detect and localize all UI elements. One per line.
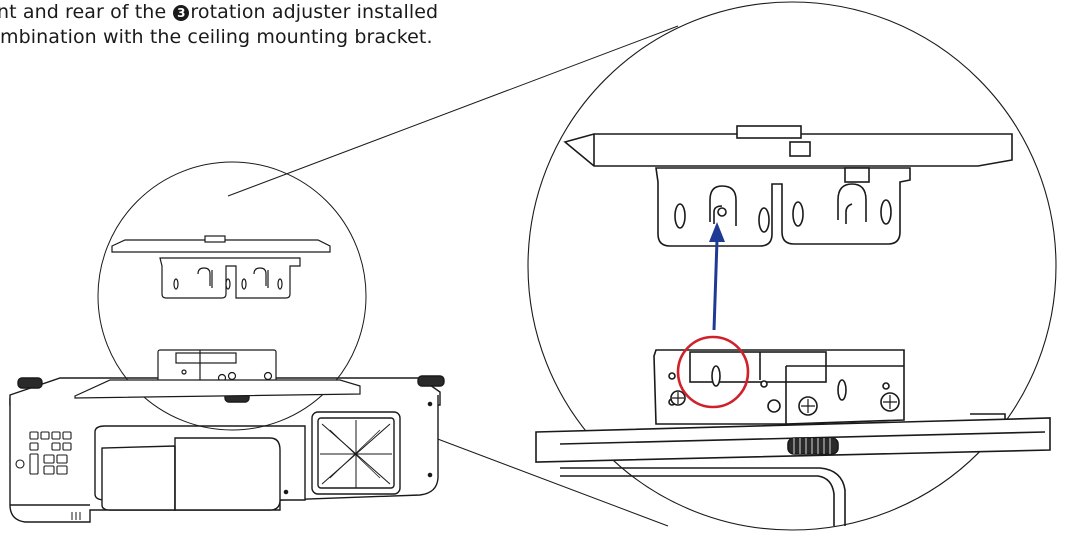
highlight-circle-icon: [676, 335, 750, 409]
projector-body: [9, 375, 445, 523]
bolt-heads: [670, 390, 900, 416]
ceiling-bracket-small: [159, 257, 301, 299]
vent-grille: [311, 411, 401, 495]
caption-line-2: mbination with the ceiling mounting brac…: [0, 26, 433, 48]
arrow-up-icon: [709, 222, 725, 331]
caption-line-1-after: rotation adjuster installed: [190, 1, 439, 23]
step-number-icon: 3: [173, 5, 190, 21]
mounting-plate-small: [74, 379, 361, 399]
control-panel: [15, 431, 72, 475]
caption-line-1-before: nt and rear of the: [0, 1, 173, 23]
rotation-adjuster-large: [653, 349, 905, 425]
detail-circle-large: [527, 1, 1057, 531]
lens-barrel: [94, 425, 306, 511]
ceiling-bracket-large: [655, 167, 911, 247]
detail-circle-small: [74, 161, 367, 431]
foot-knob: [787, 437, 839, 455]
ceiling-plate-small: [111, 239, 331, 253]
zoom-leader-lines: [227, 25, 679, 527]
ceiling-plate-large: [563, 133, 1013, 167]
